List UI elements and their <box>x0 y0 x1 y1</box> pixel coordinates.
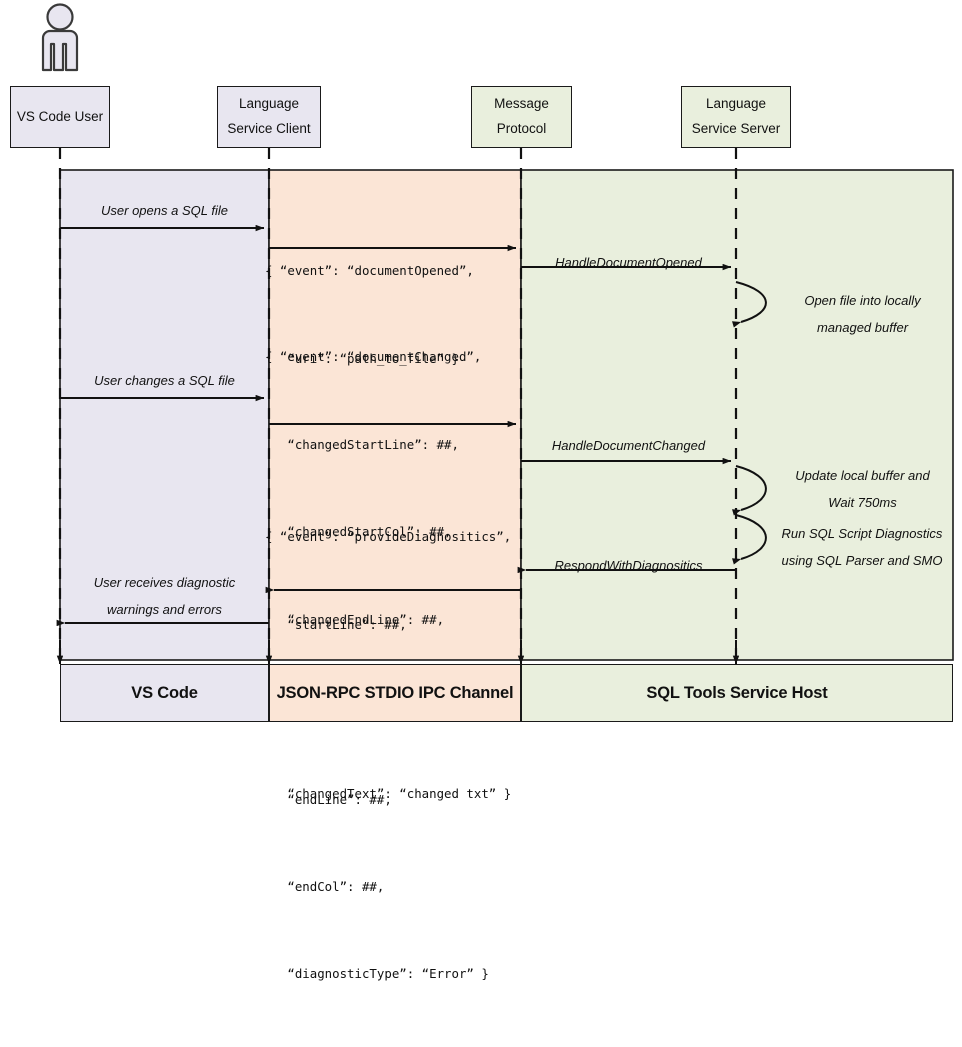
person-icon <box>41 3 79 72</box>
participant-label-line2: Service Server <box>691 121 781 136</box>
payload-line: { “event”: “documentChanged”, <box>265 349 482 365</box>
payload-line: “changedStartLine”: ##, <box>265 436 459 452</box>
message-user-changes-sql-file: User changes a SQL file <box>60 368 269 395</box>
note-open-file: Open file into locally managed buffer <box>770 288 955 341</box>
note-line1: Run SQL Script Diagnostics <box>781 526 943 541</box>
band-label-text: SQL Tools Service Host <box>646 683 828 702</box>
self-loop-update-buffer <box>732 465 767 516</box>
message-text-line2: warnings and errors <box>107 601 222 617</box>
self-loop-open-file <box>732 281 767 328</box>
message-handle-document-opened: HandleDocumentOpened <box>521 250 736 277</box>
payload-line: “endLine”: ##, <box>265 791 392 807</box>
band-label-vs-code[interactable]: VS Code <box>60 664 269 722</box>
message-text: HandleDocumentOpened <box>555 255 702 270</box>
note-run-diagnostics: Run SQL Script Diagnostics using SQL Par… <box>766 521 958 574</box>
participant-message-protocol[interactable]: Message Protocol <box>471 86 572 148</box>
sequence-diagram-canvas: VS Code User Language Service Client Mes… <box>10 3 958 981</box>
participant-label-line1: Language <box>238 96 300 112</box>
band-vs-code-region <box>59 169 270 661</box>
participant-vs-code-user[interactable]: VS Code User <box>10 86 110 148</box>
participant-label-line1: VS Code User <box>16 108 104 124</box>
payload-document-opened: { “event”: “documentOpened”, “uri”: “pat… <box>265 198 474 431</box>
participant-label-line1: Language <box>705 96 767 112</box>
payload-line: { “event”: “provideDiagnositics”, <box>265 529 512 545</box>
note-line1: Update local buffer and <box>795 468 930 483</box>
participant-label-line2: Service Client <box>227 121 311 136</box>
payload-line: “uri”: “path_to_file” } <box>265 350 459 366</box>
message-text: HandleDocumentChanged <box>551 438 706 453</box>
message-respond-with-diagnositics: RespondWithDiagnositics <box>521 553 736 580</box>
message-text: User opens a SQL file <box>101 203 228 218</box>
note-line2: managed buffer <box>816 319 909 335</box>
payload-line: “changedStartCol”: ##, <box>265 524 452 540</box>
payload-line: “changedEndLine”: ##, <box>265 611 445 627</box>
band-ipc-region <box>268 169 522 661</box>
message-text-line1: User receives diagnostic <box>93 575 236 590</box>
message-text: RespondWithDiagnositics <box>554 558 703 573</box>
band-label-text: JSON-RPC STDIO IPC Channel <box>276 683 514 702</box>
participant-language-service-client[interactable]: Language Service Client <box>217 86 321 148</box>
note-line1: Open file into locally <box>804 293 921 308</box>
message-text: User changes a SQL file <box>94 373 235 388</box>
payload-line: “startLine”: ##, <box>265 616 407 632</box>
payload-provide-diagnositics: { “event”: “provideDiagnositics”, “start… <box>265 464 511 1047</box>
payload-line: { “event”: “documentOpened”, <box>265 263 474 279</box>
note-line2: using SQL Parser and SMO <box>781 552 943 568</box>
note-update-buffer: Update local buffer and Wait 750ms <box>770 463 955 516</box>
payload-line: “diagnosticType”: “Error” } <box>265 966 489 982</box>
participant-label-line2: Protocol <box>496 121 547 136</box>
note-line2: Wait 750ms <box>828 494 897 510</box>
message-handle-document-changed: HandleDocumentChanged <box>521 433 736 460</box>
band-label-sql-tools-service-host[interactable]: SQL Tools Service Host <box>521 664 953 722</box>
message-user-opens-sql-file: User opens a SQL file <box>60 198 269 225</box>
participant-label-line1: Message <box>494 96 549 112</box>
band-label-text: VS Code <box>131 683 198 702</box>
payload-line: “endCol”: ##, <box>265 878 385 894</box>
message-user-receives-diagnostics: User receives diagnostic warnings and er… <box>60 570 269 623</box>
band-label-json-rpc-stdio-ipc-channel[interactable]: JSON-RPC STDIO IPC Channel <box>269 664 521 722</box>
diagram-svg <box>41 3 954 665</box>
self-loop-run-diagnostics <box>732 514 767 565</box>
participant-language-service-server[interactable]: Language Service Server <box>681 86 791 148</box>
